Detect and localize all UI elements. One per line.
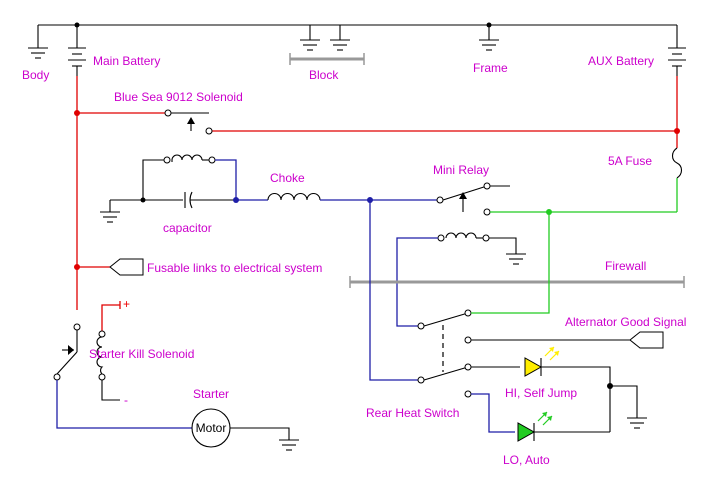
motor-label: Motor (196, 421, 227, 435)
frame-ground-symbol (479, 25, 499, 51)
hi-led-symbol (524, 346, 613, 432)
body-label: Body (22, 68, 49, 82)
blue-sea-solenoid-label: Blue Sea 9012 Solenoid (114, 90, 243, 104)
choke-label: Choke (270, 171, 305, 185)
fuse-symbol (671, 147, 683, 212)
labels: Body Main Battery Block Frame AUX Batter… (22, 54, 686, 467)
fusable-links-label: Fusable links to electrical system (147, 261, 322, 275)
hi-led-label: HI, Self Jump (505, 386, 577, 400)
block-ground-symbol (289, 25, 365, 65)
fusable-links-connector (109, 258, 144, 276)
starter-kill-label: Starter Kill Solenoid (89, 347, 194, 361)
capacitor-label: capacitor (163, 221, 212, 235)
led-ground-symbol (610, 385, 647, 429)
starter-motor-symbol (56, 380, 299, 451)
rear-heat-switch-symbol (369, 200, 630, 433)
aux-battery-label: AUX Battery (588, 54, 654, 68)
firewall-label: Firewall (605, 259, 646, 273)
plus-sign: + (123, 297, 130, 311)
ground-bus (28, 22, 677, 65)
starter-kill-solenoid-symbol (53, 323, 120, 401)
firewall-line (349, 276, 685, 288)
frame-label: Frame (473, 61, 508, 75)
starter-label: Starter (193, 387, 229, 401)
rear-heat-switch-label: Rear Heat Switch (366, 406, 459, 420)
main-battery-symbol (68, 25, 86, 76)
alternator-signal-label: Alternator Good Signal (565, 315, 686, 329)
block-label: Block (309, 68, 339, 82)
minus-sign: - (124, 393, 128, 407)
mini-relay-symbol (396, 182, 677, 327)
choke-filter-circuit (100, 154, 437, 223)
aux-battery-symbol (668, 25, 686, 76)
alternator-signal-connector (629, 331, 664, 349)
mini-relay-label: Mini Relay (433, 163, 489, 177)
lo-led-label: LO, Auto (503, 453, 550, 467)
battery-positive-wiring (74, 76, 680, 331)
lo-led-symbol (517, 411, 610, 442)
blue-sea-solenoid-symbol (164, 109, 213, 135)
main-battery-label: Main Battery (93, 54, 160, 68)
fuse-label: 5A Fuse (608, 154, 652, 168)
body-ground-symbol (28, 25, 48, 59)
